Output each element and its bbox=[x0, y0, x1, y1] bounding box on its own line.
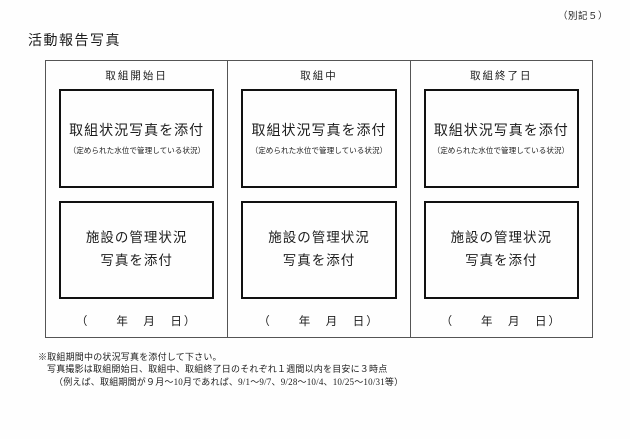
status-photo-box: 取組状況写真を添付 （定められた水位で管理している状況） bbox=[59, 89, 215, 188]
facility-photo-box: 施設の管理状況 写真を添付 bbox=[241, 201, 397, 299]
status-photo-box: 取組状況写真を添付 （定められた水位で管理している状況） bbox=[241, 89, 397, 188]
footnote-line-2: 写真撮影は取組開始日、取組中、取組終了日のそれぞれ１週間以内を目安に３時点 bbox=[47, 364, 388, 375]
date-line: （ 年 月 日） bbox=[258, 316, 380, 328]
footnote: ※取組期間中の状況写真を添付して下さい。 写真撮影は取組開始日、取組中、取組終了… bbox=[38, 351, 403, 388]
column-start-day: 取組開始日 取組状況写真を添付 （定められた水位で管理している状況） 施設の管理… bbox=[46, 61, 229, 337]
facility-photo-box: 施設の管理状況 写真を添付 bbox=[423, 201, 579, 299]
facility-photo-label-line1: 施設の管理状況 bbox=[268, 230, 370, 246]
photo-report-table: 取組開始日 取組状況写真を添付 （定められた水位で管理している状況） 施設の管理… bbox=[45, 60, 593, 338]
status-photo-label: 取組状況写真を添付 bbox=[69, 124, 205, 139]
column-header-during: 取組中 bbox=[300, 70, 338, 82]
facility-photo-label-line1: 施設の管理状況 bbox=[85, 230, 188, 246]
column-during: 取組中 取組状況写真を添付 （定められた水位で管理している状況） 施設の管理状況… bbox=[228, 61, 411, 337]
column-end-day: 取組終了日 取組状況写真を添付 （定められた水位で管理している状況） 施設の管理… bbox=[411, 61, 592, 337]
status-photo-sublabel: （定められた水位で管理している状況） bbox=[250, 146, 388, 155]
status-photo-label: 取組状況写真を添付 bbox=[433, 124, 569, 139]
page-title: 活動報告写真 bbox=[28, 34, 121, 49]
footnote-line-1: ※取組期間中の状況写真を添付して下さい。 bbox=[38, 352, 222, 362]
facility-photo-box: 施設の管理状況 写真を添付 bbox=[59, 201, 215, 299]
status-photo-sublabel: （定められた水位で管理している状況） bbox=[68, 146, 205, 155]
footnote-line-3: （例えば、取組期間が９月～10月であれば、9/1～9/7、9/28～10/4、1… bbox=[54, 376, 404, 387]
date-line: （ 年 月 日） bbox=[440, 316, 563, 328]
corner-note: （別記５） bbox=[557, 12, 608, 22]
status-photo-label: 取組状況写真を添付 bbox=[251, 124, 387, 139]
facility-photo-label-line2: 写真を添付 bbox=[282, 253, 356, 268]
facility-photo-label-line2: 写真を添付 bbox=[100, 253, 173, 268]
column-header-start-day: 取組開始日 bbox=[105, 70, 168, 82]
status-photo-sublabel: （定められた水位で管理している状況） bbox=[433, 146, 570, 155]
status-photo-box: 取組状況写真を添付 （定められた水位で管理している状況） bbox=[423, 89, 579, 188]
column-header-end-day: 取組終了日 bbox=[470, 70, 533, 82]
facility-photo-label-line1: 施設の管理状況 bbox=[450, 230, 553, 246]
date-line: （ 年 月 日） bbox=[75, 316, 198, 328]
facility-photo-label-line2: 写真を添付 bbox=[465, 253, 538, 268]
